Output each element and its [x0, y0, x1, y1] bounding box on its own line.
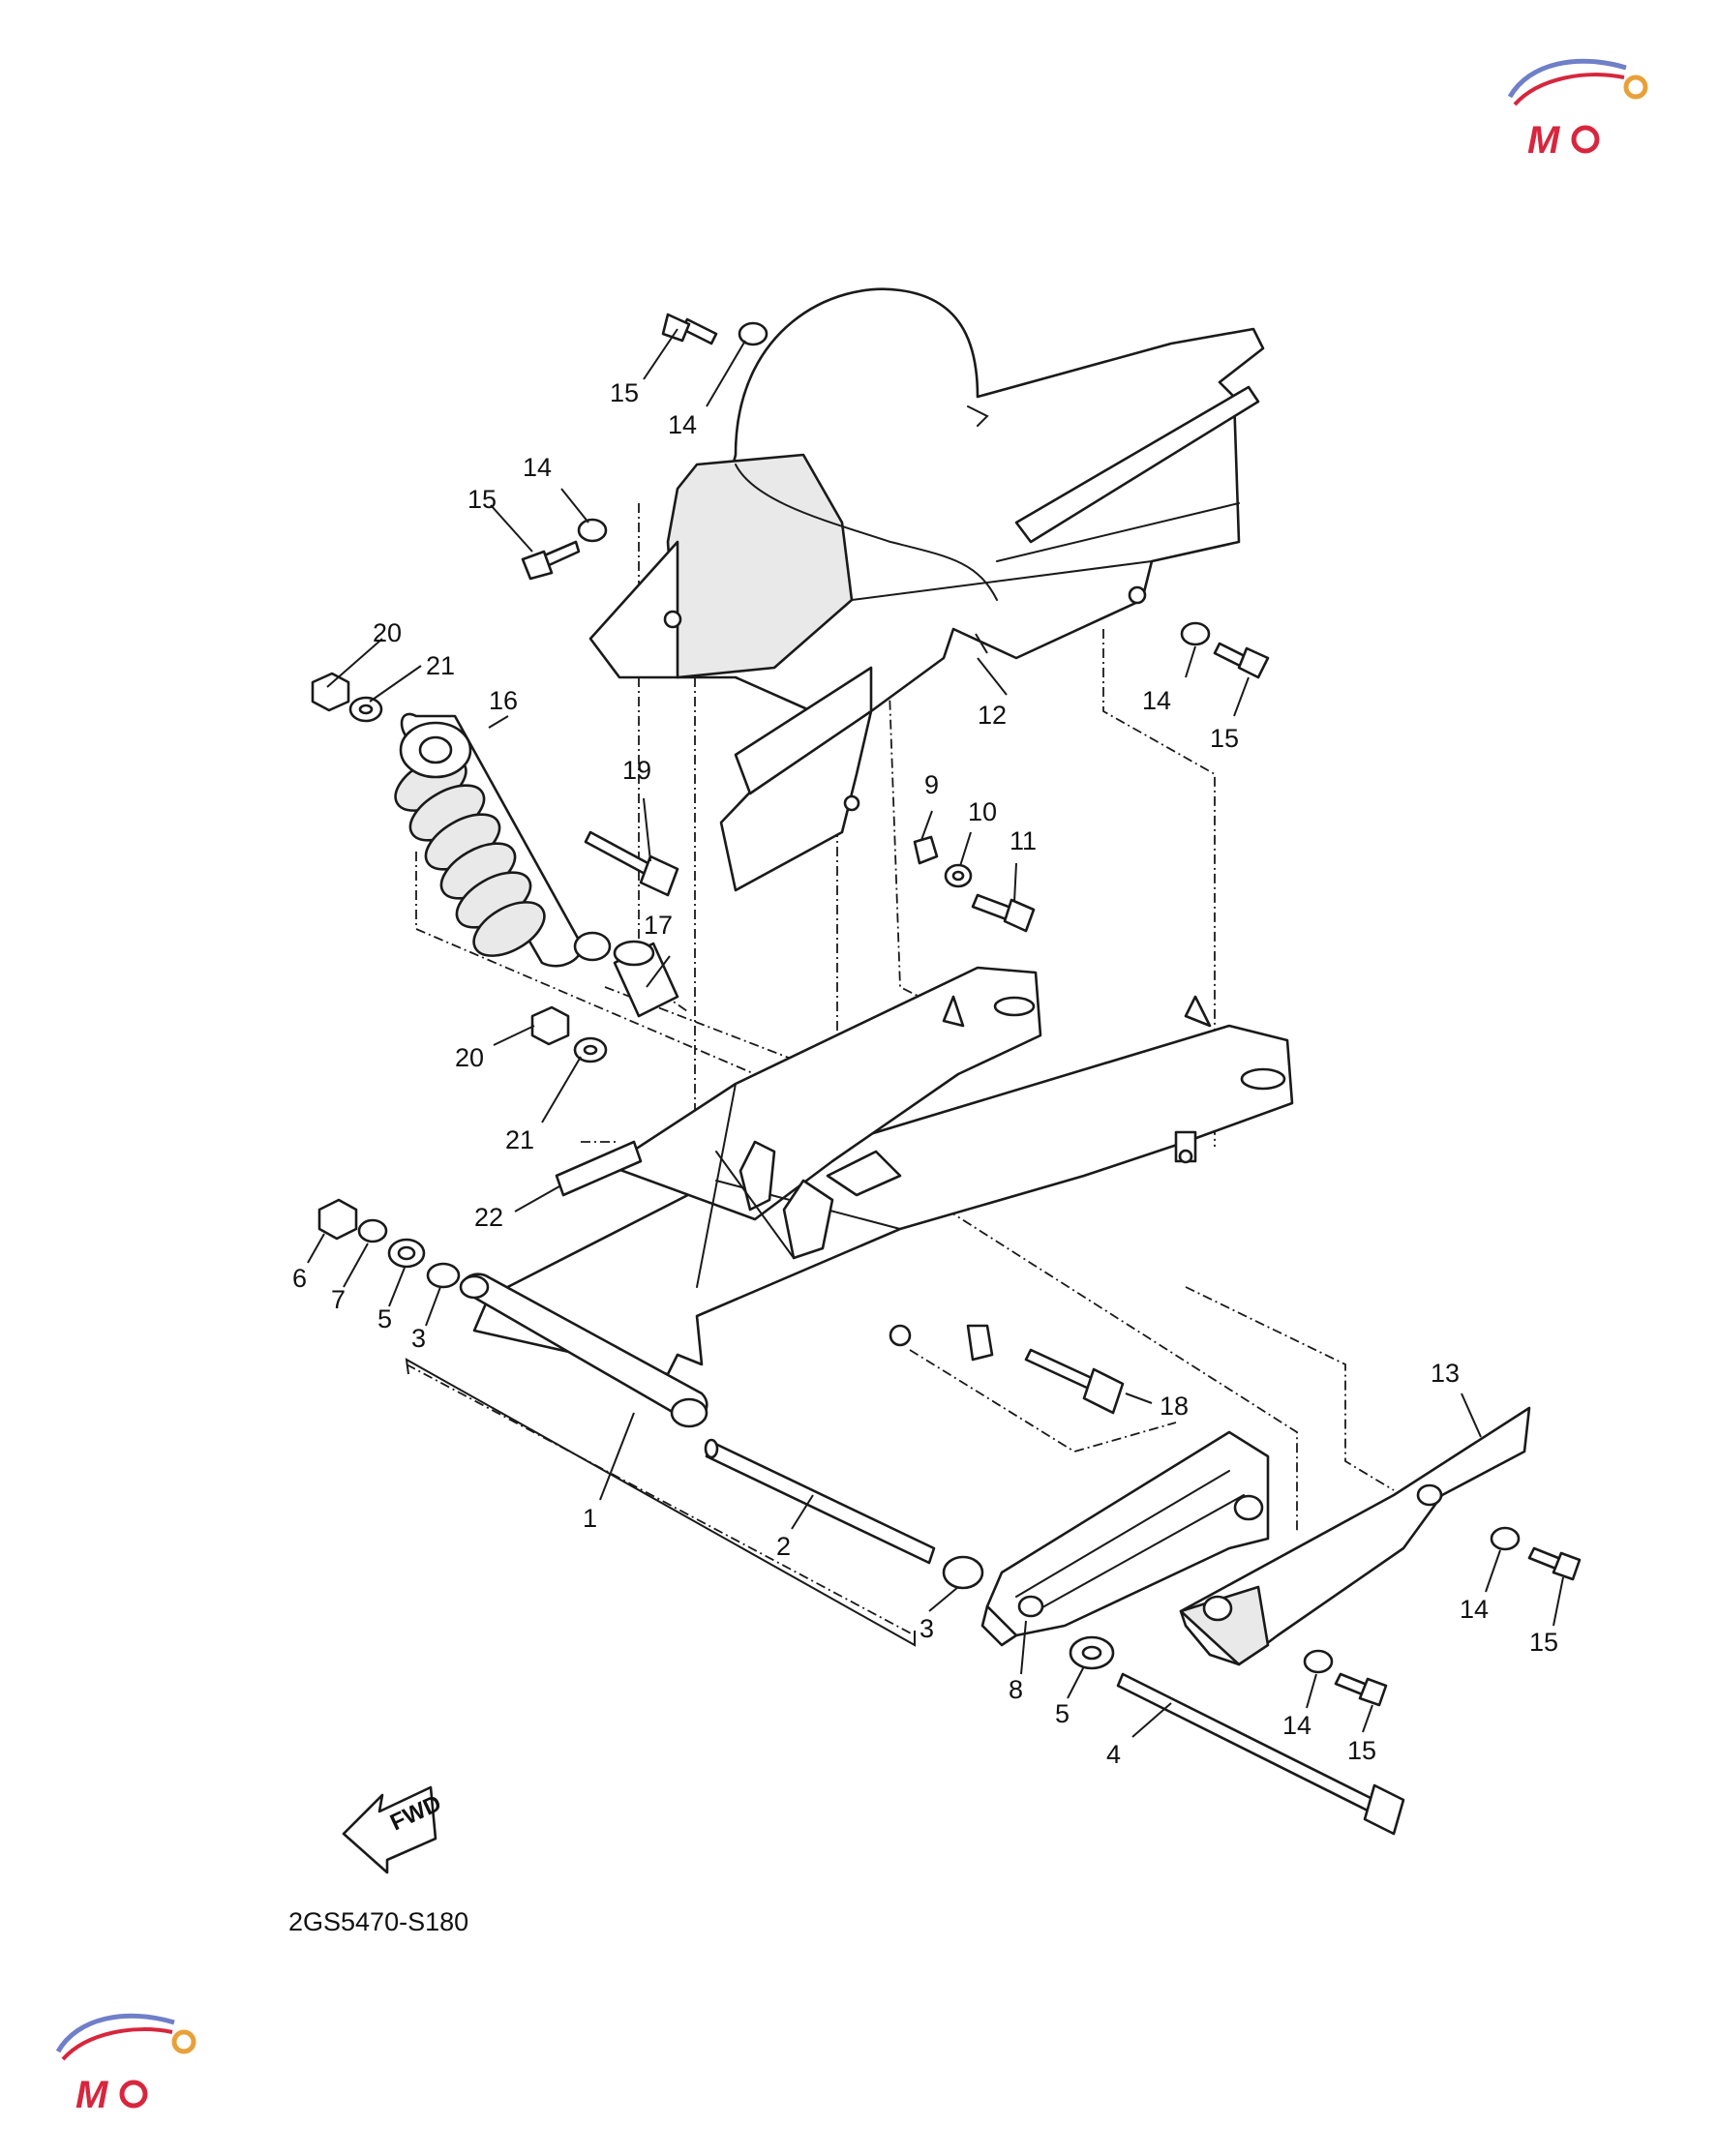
callout-15-top: 15 [610, 378, 639, 407]
callout-14-lower: 14 [1282, 1711, 1311, 1740]
part-16-rear-shock-absorber [394, 712, 612, 968]
part-17-collar [613, 940, 679, 1018]
watermark-logo-top-right: M [1507, 58, 1648, 162]
callout-8: 8 [1009, 1675, 1023, 1704]
callout-15-right: 15 [1210, 724, 1239, 753]
callout-5-right: 5 [1055, 1699, 1070, 1728]
callout-18: 18 [1160, 1392, 1189, 1421]
part-4-bolt [1116, 1672, 1405, 1836]
callout-14-top: 14 [668, 410, 697, 439]
callout-12: 12 [978, 701, 1007, 730]
callout-11: 11 [1010, 826, 1037, 855]
callout-14-left: 14 [523, 453, 552, 482]
callout-17: 17 [644, 911, 673, 940]
callout-22: 22 [474, 1203, 503, 1232]
svg-text:M: M [75, 2074, 109, 2116]
callout-19: 19 [622, 756, 651, 785]
callout-5-left: 5 [377, 1304, 392, 1333]
callout-16: 16 [489, 686, 518, 715]
callout-1: 1 [583, 1504, 597, 1533]
callout-3-right: 3 [919, 1614, 934, 1643]
hardware-bolts-nuts-washers [311, 313, 1582, 1707]
part-18-bolt [1024, 1348, 1125, 1415]
callout-14-mid-right: 14 [1460, 1595, 1489, 1624]
fwd-arrow-icon: FWD [342, 1785, 445, 1874]
part-8-chain-guard [980, 1430, 1270, 1647]
part-1-rear-arm [459, 966, 1294, 1428]
callout-20-middle: 20 [455, 1043, 484, 1072]
part-2-pivot-shaft [704, 1438, 936, 1565]
callout-7: 7 [331, 1285, 346, 1314]
callout-15-left: 15 [467, 485, 497, 514]
callout-13: 13 [1431, 1359, 1460, 1388]
callout-14-right: 14 [1142, 686, 1171, 715]
part-19-bolt [584, 830, 679, 897]
callout-4: 4 [1106, 1740, 1121, 1769]
callout-numbers: 15 14 14 15 12 14 15 20 21 16 19 9 10 11… [292, 378, 1558, 1769]
callout-leader-lines [307, 328, 1564, 1738]
callout-21-middle: 21 [505, 1125, 534, 1154]
callout-21-top: 21 [426, 651, 455, 680]
part-13-chain-case [1179, 1406, 1531, 1666]
part-12-rear-fender [588, 287, 1265, 892]
callout-20-top: 20 [373, 618, 402, 647]
callout-2: 2 [776, 1532, 791, 1561]
callout-15-lower: 15 [1347, 1736, 1376, 1765]
callout-10: 10 [968, 797, 997, 826]
watermark-logo-bottom-left: M [55, 2013, 196, 2116]
callout-3-left: 3 [411, 1324, 426, 1353]
callout-6: 6 [292, 1264, 307, 1293]
svg-text:M: M [1527, 119, 1561, 162]
callout-9: 9 [924, 770, 939, 799]
callout-15-mid-right: 15 [1529, 1628, 1558, 1657]
figure-code: 2GS5470-S180 [288, 1907, 468, 1936]
